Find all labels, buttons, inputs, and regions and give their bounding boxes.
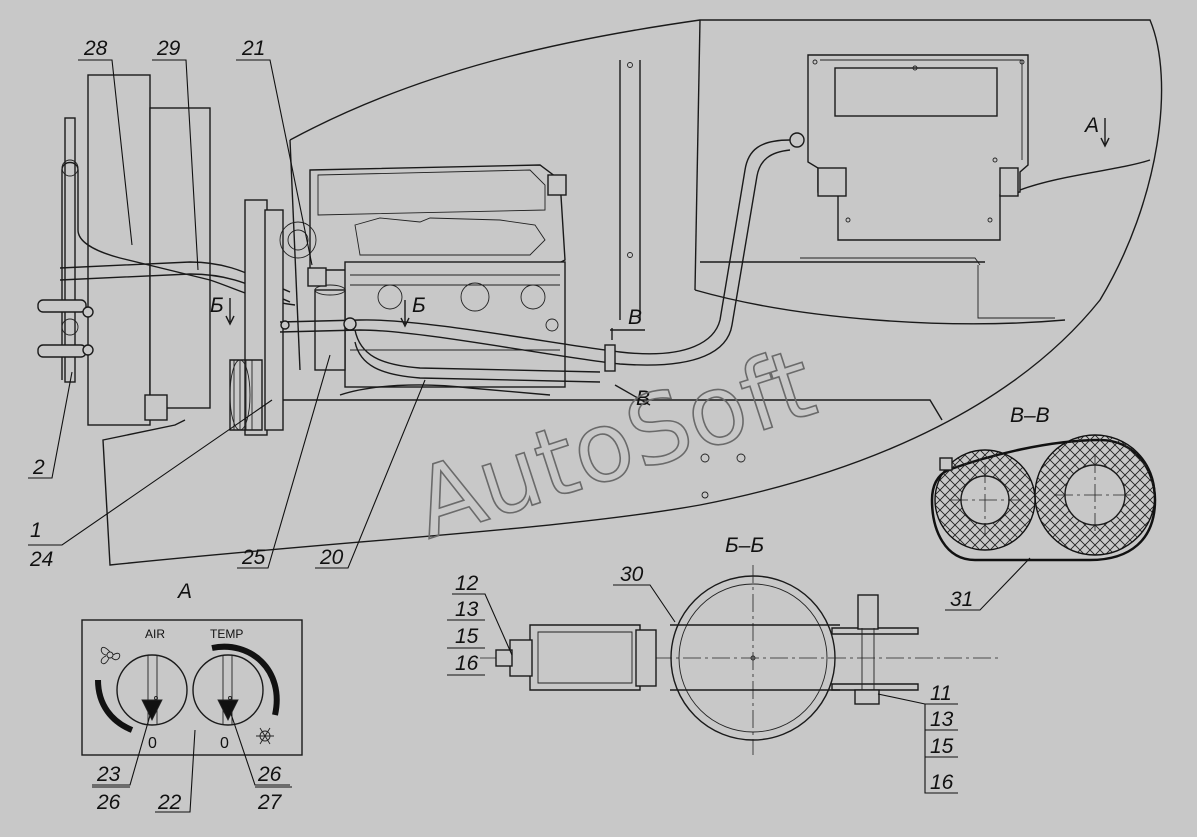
snowflake-icon [256, 727, 274, 745]
air-label: AIR [145, 627, 165, 641]
section-mark-a: А [1083, 114, 1099, 137]
air-zero-label: 0 [148, 735, 157, 752]
callout-16-right: 16 [930, 771, 954, 794]
callout-23: 23 [96, 763, 121, 786]
section-mark-b-center: Б [412, 294, 426, 317]
callout-21: 21 [241, 37, 265, 60]
section-markers [225, 118, 1110, 406]
callout-25: 25 [241, 546, 266, 569]
leader-lines-view-a [92, 704, 290, 813]
section-mark-b-left: Б [210, 294, 224, 317]
callout-13-left: 13 [455, 598, 479, 621]
section-vv-title: В–В [1010, 404, 1050, 427]
temp-label: TEMP [210, 627, 243, 641]
temp-zero-label: 0 [220, 735, 229, 752]
callout-15-right: 15 [930, 735, 954, 758]
clamp-section [480, 565, 1000, 755]
callout-1: 1 [30, 519, 42, 542]
fan-icon [100, 646, 121, 665]
callout-2: 2 [32, 456, 45, 479]
leader-lines [28, 59, 426, 569]
callout-11: 11 [930, 682, 952, 705]
callout-27: 27 [257, 791, 283, 814]
callout-20: 20 [319, 546, 344, 569]
callout-29: 29 [156, 37, 181, 60]
radiator [37, 74, 296, 426]
callout-26-left: 26 [96, 791, 121, 814]
callout-28: 28 [83, 37, 108, 60]
section-mark-v-lower: В [636, 387, 650, 410]
callout-31: 31 [950, 588, 973, 611]
engine [279, 164, 567, 388]
cab-outline [102, 19, 1163, 566]
callout-13-right: 13 [930, 708, 954, 731]
callout-15-left: 15 [455, 625, 479, 648]
view-a-title: А [176, 580, 192, 603]
callout-22: 22 [157, 791, 182, 814]
section-mark-v-upper: В [628, 306, 642, 329]
control-panel [81, 619, 303, 756]
pulley-assembly [229, 199, 284, 436]
callout-30: 30 [620, 563, 644, 586]
callout-12: 12 [455, 572, 479, 595]
callout-24: 24 [29, 548, 53, 571]
hose-bundle-section [930, 434, 1157, 562]
callout-16-left: 16 [455, 652, 479, 675]
leader-lines-bb [447, 584, 958, 794]
heater-hoses [279, 132, 805, 396]
section-bb-title: Б–Б [725, 534, 764, 557]
callout-26-right: 26 [257, 763, 282, 786]
heater-unit [807, 54, 1029, 241]
